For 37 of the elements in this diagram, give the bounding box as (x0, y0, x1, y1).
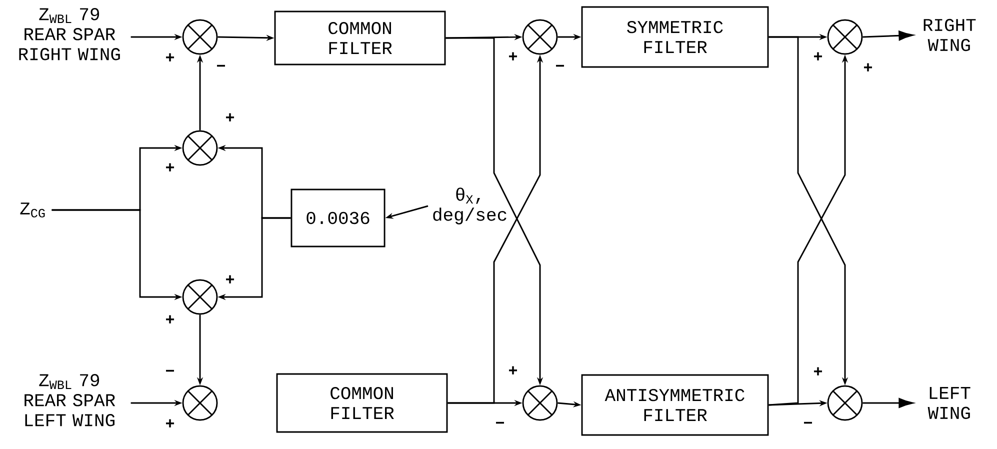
sign-label: + (814, 52, 822, 60)
arrow (862, 398, 914, 408)
signal-label: Z$_{WBL}$ 79 REAR SPAR RIGHT WING (19, 8, 120, 60)
sign-label: − (217, 64, 225, 67)
sign-label: + (226, 275, 234, 284)
summing-junction (182, 19, 218, 55)
sign-label: − (804, 422, 812, 424)
gain-box: 0.0036 (290, 188, 386, 248)
sign-label: − (166, 370, 174, 372)
summing-junction (182, 279, 218, 315)
filter-box: COMMON FILTER (276, 373, 448, 433)
filter-box: SYMMETRIC FILTER (581, 6, 769, 68)
summing-junction (182, 385, 218, 421)
sign-label: + (166, 315, 174, 324)
signal-label: Z$_{WBL}$ 79 REAR SPAR LEFT WING (24, 374, 116, 426)
sign-label: + (226, 113, 234, 122)
summing-junction (827, 19, 863, 55)
sign-label: + (166, 163, 174, 172)
arrow (862, 30, 914, 41)
signal-label: Z$_{CG}$ (20, 202, 45, 218)
signal-label: RIGHT WING (924, 18, 976, 52)
sign-label: + (509, 52, 517, 60)
sign-label: − (556, 64, 564, 67)
sign-label: − (496, 422, 504, 424)
sign-label: + (166, 419, 174, 428)
sign-label: + (814, 367, 822, 376)
summing-junction (182, 130, 218, 166)
signal-label: θ$_{X}$, deg/sec (433, 188, 506, 224)
summing-junction (827, 385, 863, 421)
sign-label: + (509, 366, 517, 374)
sign-label: + (166, 53, 174, 62)
filter-box: COMMON FILTER (274, 10, 446, 66)
summing-junction (522, 385, 558, 421)
filter-box: ANTISYMMETRIC FILTER (581, 374, 769, 436)
sign-label: + (864, 63, 872, 72)
summing-junction (522, 19, 558, 55)
signal-label: LEFT WING (928, 386, 970, 419)
